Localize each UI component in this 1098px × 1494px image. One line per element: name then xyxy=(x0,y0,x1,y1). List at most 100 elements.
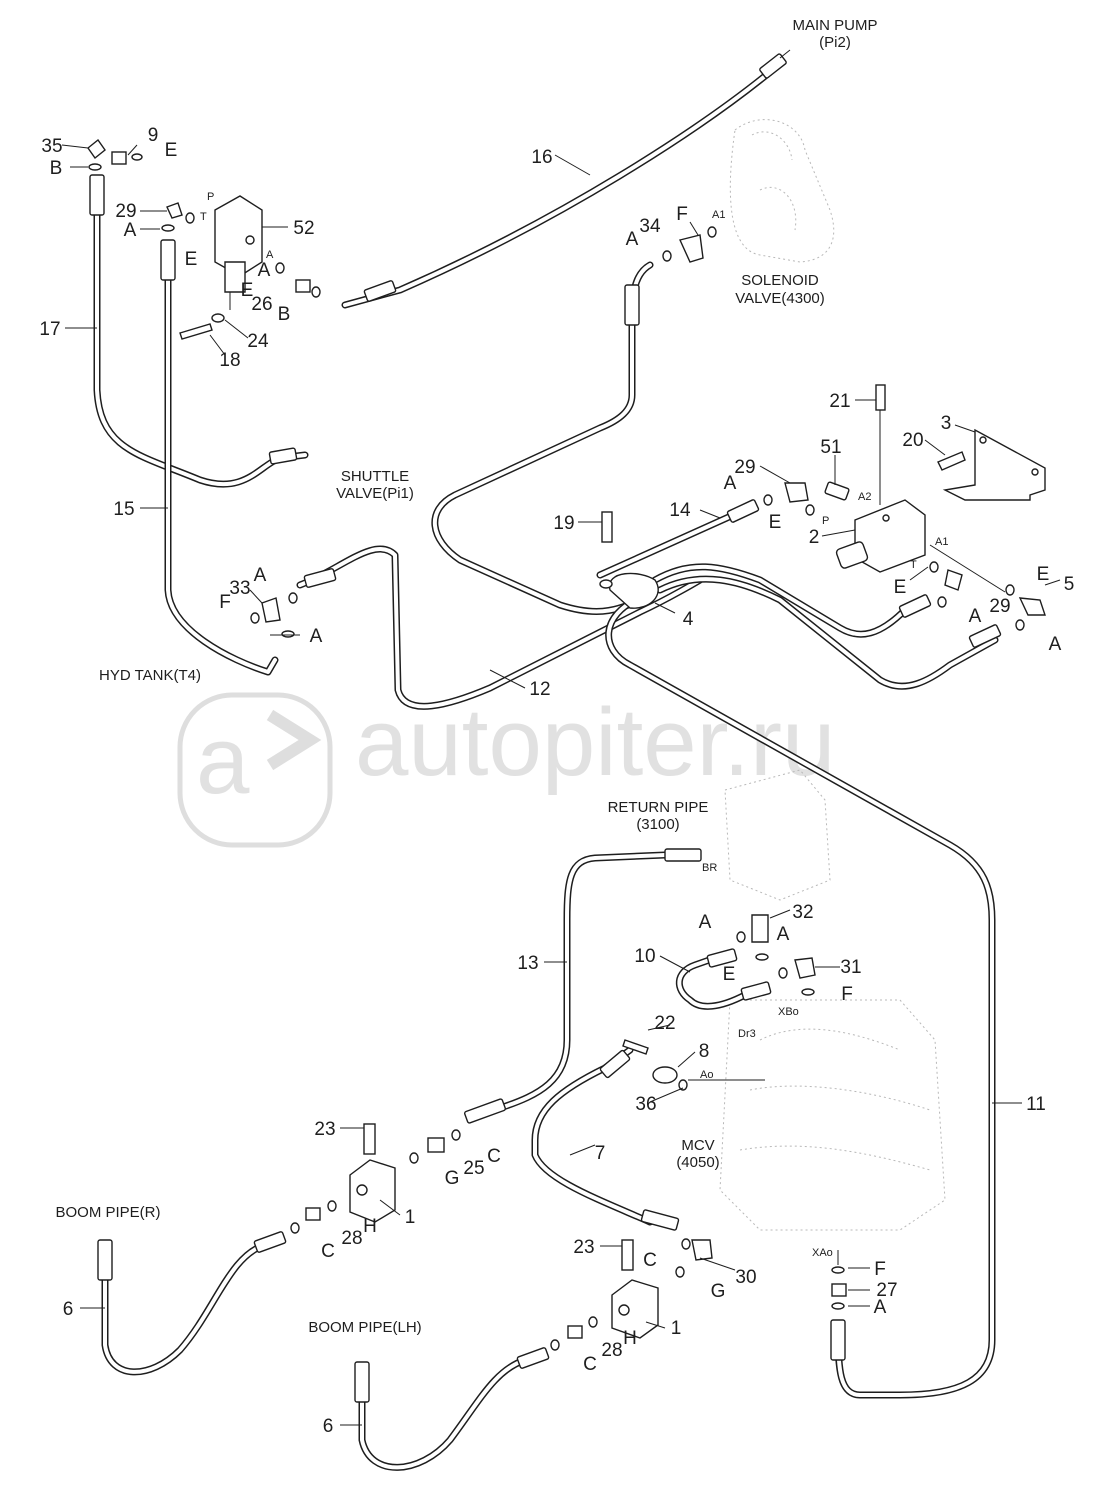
callout-29-lower: 29 xyxy=(989,596,1010,617)
hoses xyxy=(93,64,999,1471)
o-ring-36 xyxy=(678,1079,688,1091)
hyd-tank-label: HYD TANK(T4) xyxy=(99,667,201,684)
port-a-top: A xyxy=(266,249,274,261)
callout-29-top: 29 xyxy=(115,201,136,222)
connector-25 xyxy=(427,1137,445,1153)
bracket-hole-1 xyxy=(979,436,987,444)
hose-17 xyxy=(93,196,309,488)
port-a1-mid: A1 xyxy=(935,536,948,548)
valve-52 xyxy=(214,195,263,293)
port-xbo: XBo xyxy=(778,1006,799,1018)
valve-52-stem xyxy=(224,261,246,293)
clamp-4 xyxy=(599,572,659,609)
o-ring-c3 xyxy=(681,1238,691,1250)
callout-h2: H xyxy=(623,1328,637,1349)
callout-33: 33 xyxy=(229,578,250,599)
fitting-7-top xyxy=(599,1049,631,1079)
callout-6-r: 6 xyxy=(63,1299,74,1320)
fitting-12-end xyxy=(303,568,337,588)
fitting-6lh-top xyxy=(354,1361,370,1403)
o-ring-e5 xyxy=(929,561,939,573)
o-ring-a3 xyxy=(662,250,672,262)
fitting-bundle-e xyxy=(898,594,932,618)
elbow-29-mid xyxy=(784,482,809,503)
block-1-lower xyxy=(611,1279,659,1339)
fitting-return-pipe xyxy=(664,848,702,862)
callout-e3: E xyxy=(241,280,254,301)
fitting-6r-top xyxy=(97,1239,113,1281)
callout-g2: G xyxy=(711,1281,726,1302)
callout-31: 31 xyxy=(840,957,861,978)
callout-29-mid: 29 xyxy=(734,457,755,478)
callout-1-lower: 1 xyxy=(671,1318,682,1339)
bolt-18 xyxy=(179,323,213,340)
return-pipe-ghost xyxy=(724,769,831,901)
callouts: 35 9 E B 29 A 52 E A E 26 B 24 18 17 16 … xyxy=(39,125,1074,1437)
block-1-lower-port xyxy=(618,1304,630,1316)
valve-52-body xyxy=(214,195,263,277)
o-ring-b2 xyxy=(311,286,321,298)
mcv-label-1: MCV xyxy=(681,1137,714,1154)
callout-7: 7 xyxy=(595,1143,606,1164)
callout-25: 25 xyxy=(463,1158,484,1179)
callout-a7: A xyxy=(254,565,267,586)
bracket-3 xyxy=(942,428,1046,501)
connector-28-lower xyxy=(567,1325,583,1339)
callout-16: 16 xyxy=(531,147,552,168)
callout-c4: C xyxy=(583,1354,597,1375)
callout-8: 8 xyxy=(699,1041,710,1062)
connector-26 xyxy=(295,279,311,293)
callout-12: 12 xyxy=(529,679,550,700)
callout-a5: A xyxy=(969,606,982,627)
port-p-mid: P xyxy=(822,515,829,527)
callout-3: 3 xyxy=(941,413,952,434)
callout-22: 22 xyxy=(654,1013,675,1034)
port-p-top: P xyxy=(207,191,214,203)
callout-52: 52 xyxy=(293,218,314,239)
solenoid-valve-ghost xyxy=(729,119,835,263)
hose-6-r xyxy=(101,1241,269,1376)
mcv-ghost xyxy=(719,999,946,1231)
callout-f3: F xyxy=(841,984,853,1005)
callout-e6: E xyxy=(1037,564,1050,585)
callout-36: 36 xyxy=(635,1094,656,1115)
mcv-ghost-detail xyxy=(739,1028,931,1171)
callout-13: 13 xyxy=(517,953,538,974)
shuttle-valve-label-1: SHUTTLE xyxy=(341,468,409,485)
o-ring-a7 xyxy=(288,592,298,604)
bolt-23-upper xyxy=(363,1123,376,1155)
watermark-logo-letter: a xyxy=(196,707,250,814)
solenoid-valve-ghost-detail xyxy=(751,131,797,231)
callout-28-lower: 28 xyxy=(601,1340,622,1361)
o-ring-a6 xyxy=(1015,619,1025,631)
callout-h1: H xyxy=(363,1216,377,1237)
return-pipe-label-2: (3100) xyxy=(636,816,679,833)
callout-15: 15 xyxy=(113,499,134,520)
valve-2-port xyxy=(882,514,890,522)
fitting-11-end xyxy=(830,1319,846,1361)
o-ring-f1 xyxy=(707,226,717,238)
port-a2: A2 xyxy=(858,491,871,503)
callout-23-lower: 23 xyxy=(573,1237,594,1258)
o-ring-a10 xyxy=(778,967,788,979)
callout-c1: C xyxy=(487,1146,501,1167)
callout-b2: B xyxy=(278,304,291,325)
callout-17: 17 xyxy=(39,319,60,340)
callout-5: 5 xyxy=(1064,574,1075,595)
callout-a10: A xyxy=(777,924,790,945)
valve-2 xyxy=(835,499,926,573)
bolts xyxy=(179,323,966,1271)
callout-c3: C xyxy=(643,1250,657,1271)
callout-e5: E xyxy=(894,577,907,598)
bolt-22 xyxy=(622,1039,649,1055)
fitting-17-end xyxy=(268,447,298,465)
leader-lines xyxy=(61,49,1061,1426)
callout-30: 30 xyxy=(735,1267,756,1288)
fitting-10-bottom xyxy=(740,981,772,1001)
connector-28-upper xyxy=(305,1207,321,1221)
hose-solenoid-a xyxy=(431,261,654,615)
shuttle-valve-label-2: VALVE(Pi1) xyxy=(336,485,414,502)
solenoid-valve-label-2: VALVE(4300) xyxy=(735,290,825,307)
tee-33 xyxy=(261,597,281,623)
watermark: a autopiter.ru xyxy=(177,689,835,848)
